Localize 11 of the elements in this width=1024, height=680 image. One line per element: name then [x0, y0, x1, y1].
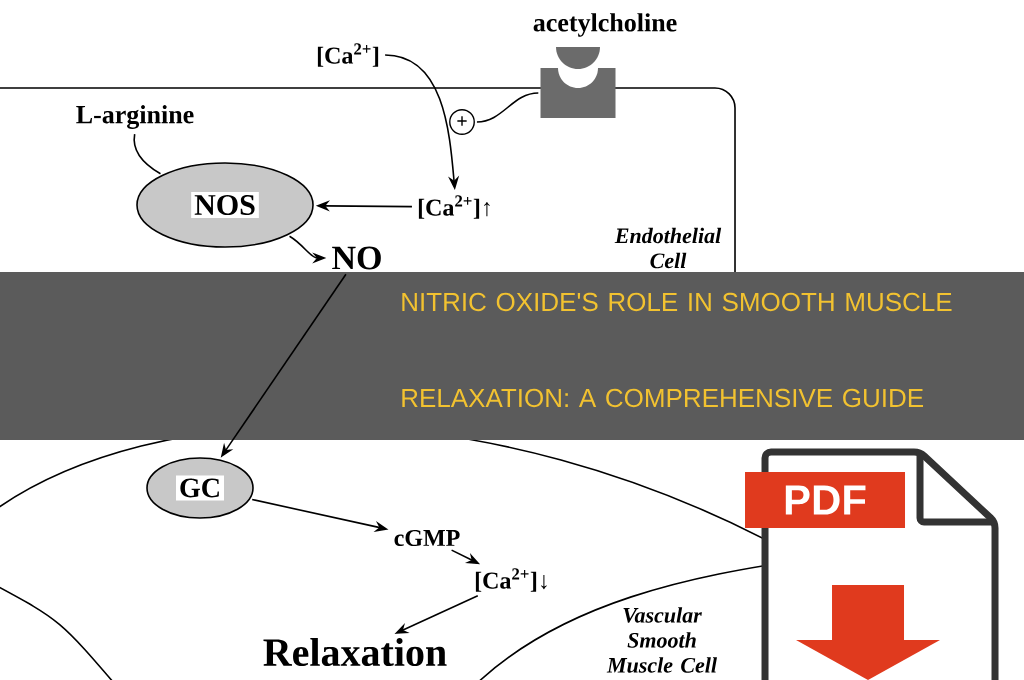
plus-sign: + — [449, 109, 475, 135]
molecule-label: NO — [332, 246, 381, 270]
molecule-label: acetylcholine — [533, 13, 677, 37]
ion-label: [Ca$^{2+}$]↑ — [418, 195, 490, 219]
molecule-label: cGMP — [394, 529, 460, 547]
ion-label: [Ca$^{2+}$]↓ — [475, 568, 547, 592]
outcome-label: Relaxation — [263, 637, 447, 667]
title-banner: NITRIC OXIDE'S ROLE IN SMOOTH MUSCLE RELAXATION: A COMPREHENSIVE GUIDE — [0, 272, 1024, 440]
molecule-label: L-arginine — [76, 105, 194, 129]
ion-label: [Ca$^{2+}$] — [317, 43, 379, 67]
receptor-drawing — [540, 47, 616, 118]
